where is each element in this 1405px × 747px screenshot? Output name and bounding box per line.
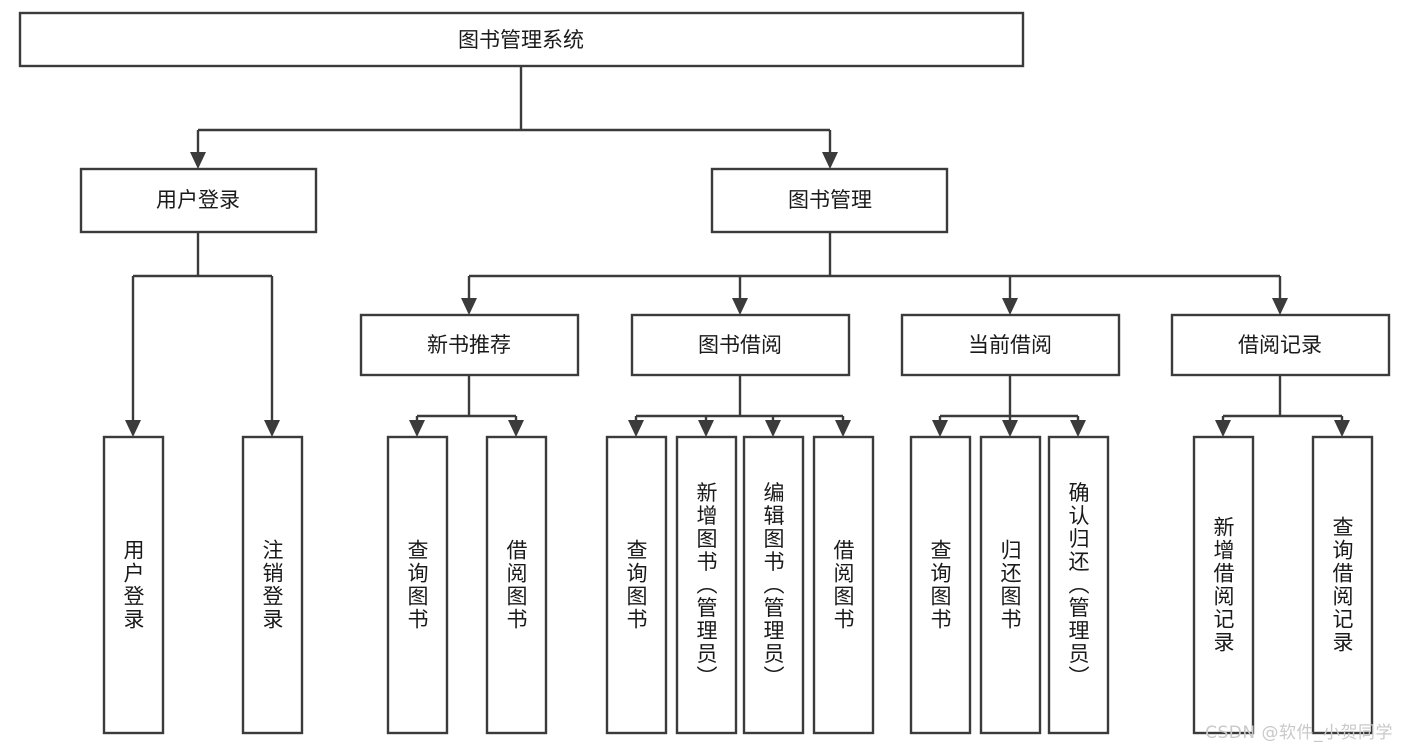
node-current-borrow-label: 当前借阅 — [968, 333, 1052, 357]
node-root[interactable]: 图书管理系统 — [18, 11, 1025, 68]
arrowhead-leaf-return-book — [1002, 420, 1018, 437]
node-leaf-logout[interactable]: 注销登录 — [241, 435, 304, 735]
node-leaf-borrow-book[interactable]: 借阅图书 — [812, 435, 875, 735]
arrowhead-leaf-logout — [264, 420, 280, 437]
arrowhead-new-book-rec — [461, 298, 477, 315]
node-leaf-user-login[interactable]: 用户登录 — [102, 435, 165, 735]
node-book-manage-box — [710, 167, 949, 234]
node-book-manage-label: 图书管理 — [788, 188, 872, 212]
arrowhead-borrow-record — [1272, 298, 1288, 315]
node-root-box — [18, 11, 1025, 68]
connector-book-manage-bus — [467, 232, 1282, 298]
connector-borrow-record-bus — [1221, 375, 1344, 420]
node-root-label: 图书管理系统 — [458, 28, 584, 52]
node-leaf-query-record-label: 查询借阅记录 — [1330, 516, 1354, 654]
node-leaf-borrow-book-rec-box — [485, 435, 548, 735]
node-leaf-confirm-return[interactable]: 确认归还（管理员） — [1047, 435, 1110, 735]
arrowhead-leaf-confirm-return — [1070, 420, 1086, 437]
arrowhead-leaf-query-book-rec — [409, 420, 425, 437]
connector-new-book-rec-bus — [415, 375, 518, 420]
arrowhead-leaf-borrow-book — [835, 420, 851, 437]
arrowhead-book-manage — [822, 152, 838, 169]
node-book-manage[interactable]: 图书管理 — [710, 167, 949, 234]
arrowhead-current-borrow — [1002, 298, 1018, 315]
node-leaf-add-record[interactable]: 新增借阅记录 — [1192, 435, 1255, 735]
node-leaf-add-book[interactable]: 新增图书（管理员） — [675, 435, 738, 735]
node-leaf-add-book-box — [675, 435, 738, 735]
connector-layer — [131, 66, 1344, 420]
node-leaf-edit-book-box — [742, 435, 805, 735]
csdn-watermark: CSDN @软件_小贺同学 — [1205, 723, 1393, 743]
node-current-borrow[interactable]: 当前借阅 — [900, 313, 1121, 377]
node-leaf-borrow-book-label: 借阅图书 — [831, 539, 855, 631]
node-borrow-record-box — [1170, 313, 1391, 377]
node-leaf-query-book-cur[interactable]: 查询图书 — [909, 435, 972, 735]
node-leaf-confirm-return-label: 确认归还（管理员） — [1066, 482, 1090, 689]
node-leaf-add-record-box — [1192, 435, 1255, 735]
node-leaf-query-book-rec-label: 查询图书 — [405, 539, 429, 631]
node-leaf-user-login-label: 用户登录 — [121, 539, 145, 631]
connector-root-bus — [196, 66, 832, 152]
arrowhead-leaf-query-book-borrow — [628, 420, 644, 437]
node-leaf-borrow-book-rec-label: 借阅图书 — [504, 539, 528, 631]
node-leaf-confirm-return-box — [1047, 435, 1110, 735]
node-leaf-query-book-cur-box — [909, 435, 972, 735]
node-leaf-query-book-cur-label: 查询图书 — [928, 539, 952, 631]
node-leaf-return-book-label: 归还图书 — [998, 539, 1022, 631]
node-leaf-logout-label: 注销登录 — [260, 539, 284, 631]
arrowhead-leaf-edit-book — [765, 420, 781, 437]
arrowhead-leaf-add-book — [698, 420, 714, 437]
node-book-borrow[interactable]: 图书借阅 — [630, 313, 851, 377]
arrowhead-leaf-query-book-cur — [932, 420, 948, 437]
node-leaf-query-book-borrow[interactable]: 查询图书 — [605, 435, 668, 735]
node-user-login-label: 用户登录 — [156, 188, 240, 212]
node-borrow-record[interactable]: 借阅记录 — [1170, 313, 1391, 377]
node-leaf-query-book-borrow-box — [605, 435, 668, 735]
node-leaf-edit-book[interactable]: 编辑图书（管理员） — [742, 435, 805, 735]
arrowhead-layer — [125, 152, 1350, 437]
node-user-login[interactable]: 用户登录 — [79, 167, 318, 234]
connector-current-borrow-bus — [938, 375, 1080, 420]
node-leaf-query-record-box — [1311, 435, 1374, 735]
node-leaf-return-book[interactable]: 归还图书 — [979, 435, 1042, 735]
connector-book-borrow-bus — [634, 375, 845, 420]
node-leaf-edit-book-label: 编辑图书（管理员） — [761, 482, 785, 689]
node-user-login-box — [79, 167, 318, 234]
node-leaf-add-book-label: 新增图书（管理员） — [694, 482, 718, 689]
node-leaf-query-book-rec[interactable]: 查询图书 — [386, 435, 449, 735]
node-leaf-add-record-label: 新增借阅记录 — [1211, 516, 1235, 654]
node-leaf-query-book-borrow-label: 查询图书 — [624, 539, 648, 631]
node-borrow-record-label: 借阅记录 — [1238, 333, 1322, 357]
arrowhead-leaf-borrow-book-rec — [508, 420, 524, 437]
node-leaf-logout-box — [241, 435, 304, 735]
node-book-borrow-box — [630, 313, 851, 377]
node-new-book-rec[interactable]: 新书推荐 — [359, 313, 580, 377]
node-leaf-borrow-book-box — [812, 435, 875, 735]
arrowhead-user-login — [190, 152, 206, 169]
node-leaf-return-book-box — [979, 435, 1042, 735]
node-leaf-borrow-book-rec[interactable]: 借阅图书 — [485, 435, 548, 735]
node-leaf-user-login-box — [102, 435, 165, 735]
node-new-book-rec-box — [359, 313, 580, 377]
arrowhead-leaf-add-record — [1215, 420, 1231, 437]
node-current-borrow-box — [900, 313, 1121, 377]
arrowhead-book-borrow — [732, 298, 748, 315]
node-book-borrow-label: 图书借阅 — [698, 333, 782, 357]
connector-user-login-bus — [131, 232, 274, 420]
node-leaf-query-book-rec-box — [386, 435, 449, 735]
arrowhead-leaf-query-record — [1334, 420, 1350, 437]
node-leaf-query-record[interactable]: 查询借阅记录 — [1311, 435, 1374, 735]
arrowhead-leaf-user-login — [125, 420, 141, 437]
node-new-book-rec-label: 新书推荐 — [427, 333, 511, 357]
